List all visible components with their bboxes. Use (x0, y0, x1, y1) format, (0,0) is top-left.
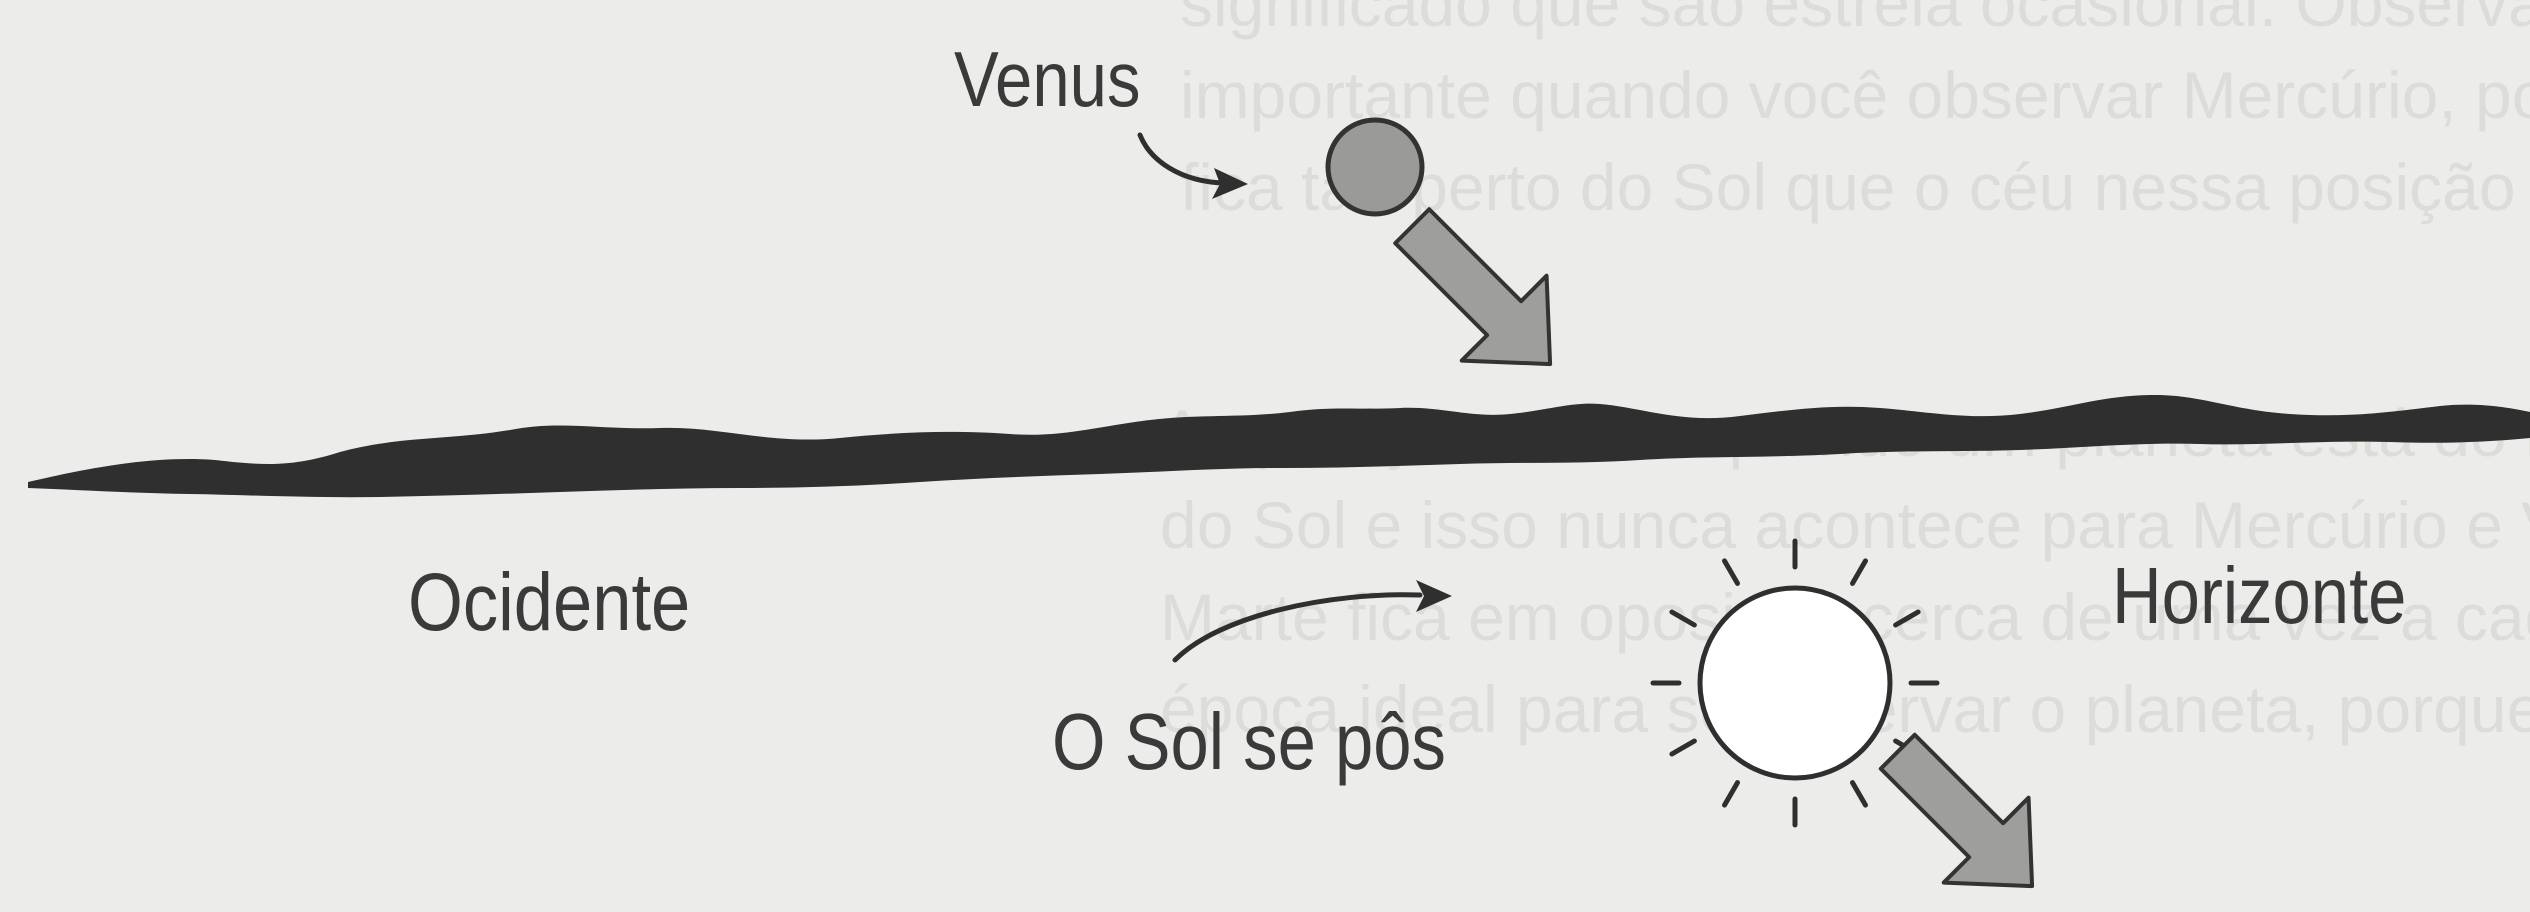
horizon-label: Horizonte (2112, 556, 2406, 636)
sun-motion-arrow (1855, 709, 2074, 912)
venus-pointer-arrow (1140, 135, 1248, 199)
sun-disc (1700, 588, 1890, 778)
sunset-label: O Sol se pôs (1052, 702, 1446, 782)
venus-planet (1328, 120, 1422, 214)
horizon-silhouette (28, 395, 2530, 497)
venus-label: Venus (954, 40, 1141, 118)
sun-pointer-curve (1175, 595, 1420, 660)
venus-pointer-curve (1140, 135, 1225, 183)
west-label: Ocidente (408, 562, 690, 644)
venus-motion-arrow (1370, 184, 1593, 407)
sun-pointer-arrow (1175, 580, 1452, 660)
